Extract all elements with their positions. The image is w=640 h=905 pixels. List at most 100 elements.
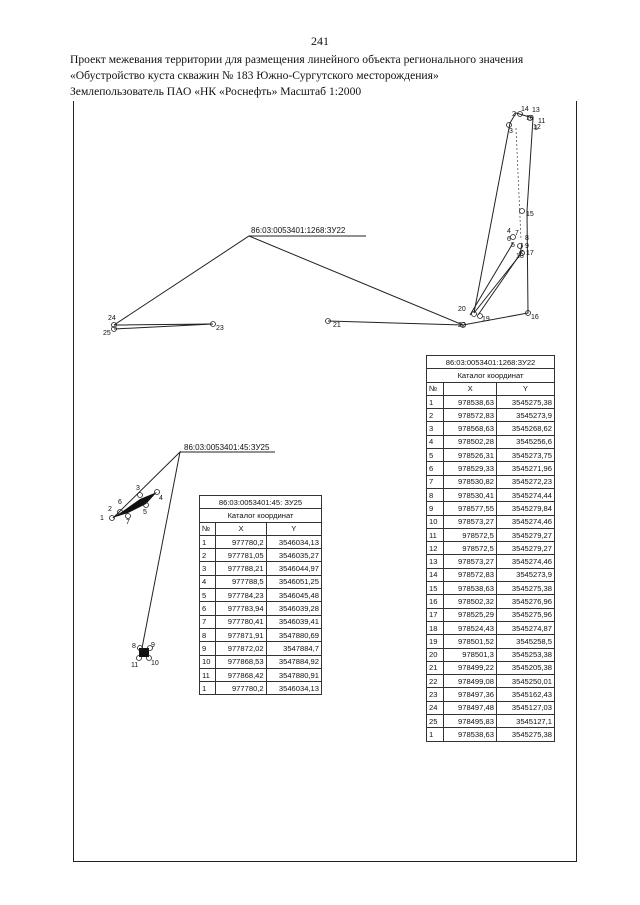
table-cell: 25 — [425, 714, 445, 729]
parcel-a-south-strip — [113, 323, 214, 330]
table-cell: 3545258,5 — [495, 634, 556, 649]
table-cell: 977780,2 — [215, 681, 267, 696]
point-label-b1: 1 — [100, 515, 104, 522]
header-line-3: Землепользователь ПАО «НК «Роснефть» Мас… — [70, 85, 362, 98]
table-cell: 14 — [425, 567, 445, 583]
table-subtitle: Каталог координат — [426, 368, 555, 383]
point-label-16: 16 — [531, 314, 539, 321]
parcel-a-spur-line — [469, 242, 514, 316]
vertex-marker — [471, 311, 477, 317]
document-header: Проект межевания территории для размещен… — [70, 52, 590, 100]
table-cell: 19 — [425, 634, 445, 649]
table-cell: 977784,23 — [215, 588, 267, 603]
table-cell: 978501,52 — [443, 634, 497, 649]
vertex-marker — [517, 111, 523, 117]
table-cell: 978501,3 — [443, 647, 497, 662]
table-cell: 3545273,75 — [495, 448, 556, 463]
vertex-marker — [519, 208, 525, 214]
point-label-2: 2 — [512, 111, 516, 118]
table-cell: 978497,48 — [443, 700, 497, 716]
table-cell: 978495,83 — [443, 714, 497, 729]
point-label-b11: 11 — [131, 662, 138, 669]
table-cell: 978525,29 — [443, 607, 497, 622]
table-title-row: 86:03:0053401:1268:ЗУ22 — [426, 354, 555, 370]
table-cell: 3545271,96 — [495, 461, 556, 476]
table-cell: 20 — [425, 647, 445, 662]
table-cell: 3545272,23 — [495, 474, 556, 489]
table-cell: 978499,22 — [443, 660, 497, 676]
point-label-6: 6 — [507, 236, 511, 243]
table-cell: 4 — [198, 574, 217, 590]
table-cell: 1 — [425, 394, 445, 410]
table-cell: 3545256,6 — [495, 434, 556, 450]
point-label-b2: 2 — [108, 506, 112, 513]
table-cell: 977783,94 — [215, 601, 267, 616]
table-cell: 3547880,69 — [265, 627, 323, 643]
point-label-3: 3 — [509, 128, 513, 135]
table-cell: 3547884,92 — [265, 654, 323, 669]
column-header: № — [198, 521, 217, 536]
table-title-row: 86:03:0053401:45: ЗУ25 — [199, 494, 322, 510]
table-cell: 3545274,46 — [495, 514, 556, 529]
table-cell: 978577,55 — [443, 501, 497, 516]
table-cell: 12 — [425, 541, 445, 556]
point-label-b3: 3 — [136, 485, 140, 492]
point-label-b7: 7 — [126, 519, 130, 526]
point-label-20: 20 — [458, 306, 466, 313]
table-cell: 3547880,91 — [265, 667, 323, 683]
drawing-frame — [73, 101, 577, 862]
table-cell: 3545276,96 — [495, 594, 556, 609]
table-cell: 3546034,13 — [265, 681, 323, 696]
parcel-b-south-area — [139, 648, 149, 657]
table-cell: 978572,83 — [443, 567, 497, 583]
vertex-marker — [506, 122, 512, 128]
vertex-marker — [146, 655, 152, 661]
table-cell: 978530,41 — [443, 487, 497, 503]
vertex-marker — [154, 489, 160, 495]
table-cell: 1 — [198, 534, 217, 550]
table-cell: 5 — [198, 588, 217, 603]
column-header: № — [425, 381, 445, 396]
table-cell: 2 — [425, 408, 445, 423]
column-header: Y — [495, 381, 556, 396]
vertex-marker — [325, 318, 331, 324]
table-cell: 977780,41 — [215, 614, 267, 629]
point-label-b5: 5 — [143, 509, 147, 516]
point-label-b4: 4 — [159, 495, 163, 502]
table-cell: 6 — [425, 461, 445, 476]
table-cell: 3545253,38 — [495, 647, 556, 662]
table-cell: 3545275,38 — [495, 727, 556, 742]
table-cell: 978502,32 — [443, 594, 497, 609]
table-cell: 977780,2 — [215, 534, 267, 550]
table-cell: 3545127,03 — [495, 700, 556, 716]
table-cell: 978573,27 — [443, 554, 497, 569]
table-cell: 3546044,97 — [265, 561, 323, 576]
table-subtitle-row: Каталог координат — [426, 368, 555, 383]
vertex-marker — [477, 313, 483, 319]
table-cell: 977872,02 — [215, 641, 267, 656]
table-cell: 978497,36 — [443, 687, 497, 702]
vertex-marker — [460, 322, 466, 328]
table-cell: 10 — [198, 654, 217, 669]
table-cell: 978529,33 — [443, 461, 497, 476]
table-cell: 978573,27 — [443, 514, 497, 529]
table-cell: 3546045,48 — [265, 588, 323, 603]
table-cell: 11 — [425, 527, 445, 543]
